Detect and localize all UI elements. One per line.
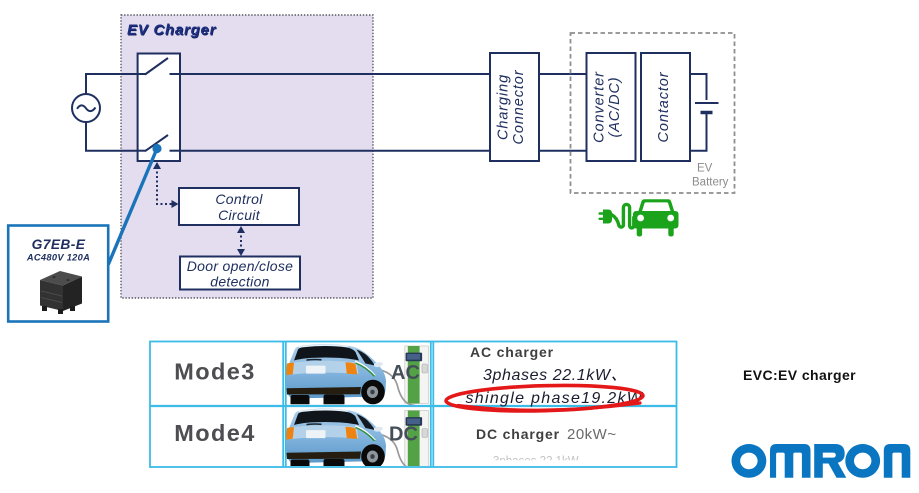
svg-text:EV: EV [697, 163, 713, 175]
svg-text:EV Charger: EV Charger [128, 22, 218, 39]
svg-text:Mode4: Mode4 [174, 420, 255, 446]
svg-text:DC: DC [389, 424, 418, 446]
svg-text:3phases 22.1kW、: 3phases 22.1kW、 [483, 367, 627, 384]
svg-text:G7EB-E: G7EB-E [32, 237, 86, 252]
svg-text:3phases 22.1kW: 3phases 22.1kW [493, 456, 579, 468]
svg-text:(AC/DC): (AC/DC) [607, 76, 623, 137]
svg-text:EV Charger: EV Charger [127, 22, 217, 39]
svg-text:shingle phase19.2kW: shingle phase19.2kW [466, 390, 644, 407]
svg-text:DC charger: DC charger [476, 426, 560, 442]
svg-text:Circuit: Circuit [218, 207, 261, 223]
svg-text:detection: detection [210, 274, 270, 290]
svg-text:EVC:EV charger: EVC:EV charger [743, 367, 856, 383]
svg-text:Contactor: Contactor [656, 71, 672, 142]
svg-text:Battery: Battery [692, 177, 729, 189]
svg-text:Converter: Converter [592, 71, 608, 143]
svg-text:Door open/close: Door open/close [187, 258, 293, 274]
svg-text:Mode3: Mode3 [174, 359, 255, 385]
svg-text:Connector: Connector [511, 69, 527, 144]
svg-text:20kW~: 20kW~ [567, 426, 617, 443]
svg-text:AC charger: AC charger [470, 344, 554, 360]
svg-text:AC480V 120A: AC480V 120A [26, 253, 90, 263]
svg-text:Charging: Charging [496, 74, 512, 140]
svg-text:AC: AC [391, 362, 420, 384]
svg-text:Control: Control [215, 191, 263, 207]
